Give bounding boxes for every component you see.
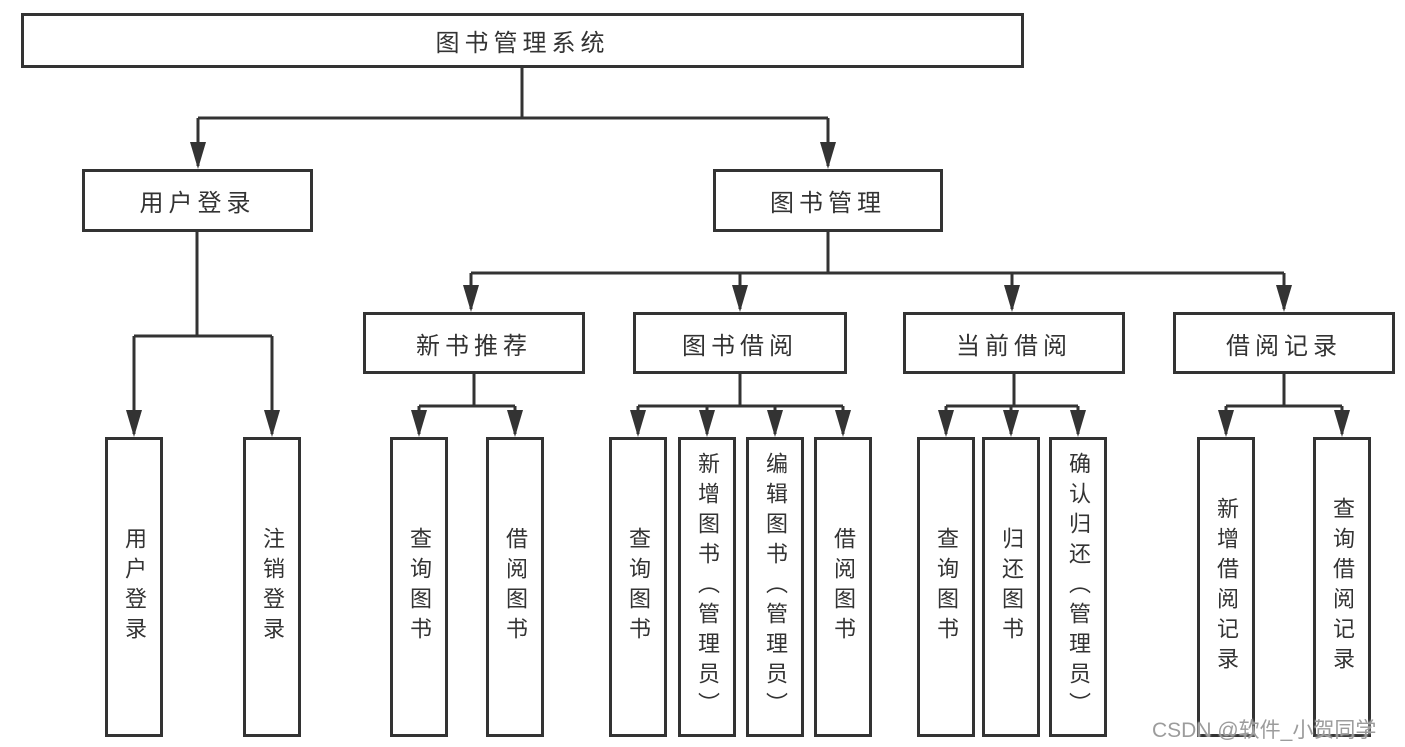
leaf-label: 查询图书 (934, 527, 959, 647)
connector-book-borrowing-branch (636, 374, 845, 434)
arrow-down-icon (1276, 285, 1292, 312)
arrow-down-icon (126, 410, 142, 437)
arrow-down-icon (732, 285, 748, 312)
leaf-logout: 注销登录 (243, 437, 301, 737)
arrow-down-icon (820, 142, 836, 169)
node-book-management-label: 图书管理 (770, 190, 886, 217)
node-new-book-recommend-label: 新书推荐 (416, 332, 532, 360)
leaf-query-books-recommend: 查询图书 (390, 437, 448, 737)
leaf-label: 编辑图书（管理员） (763, 452, 788, 722)
connector-user-login-branch (132, 232, 274, 434)
leaf-query-books-borrowing: 查询图书 (609, 437, 667, 737)
arrow-down-icon (1334, 410, 1350, 437)
leaf-label: 借阅图书 (503, 527, 528, 647)
leaf-confirm-return-admin: 确认归还（管理员） (1049, 437, 1107, 737)
arrow-down-icon (1003, 410, 1019, 437)
leaf-label: 新增借阅记录 (1214, 497, 1239, 677)
leaf-return-books: 归还图书 (982, 437, 1040, 737)
node-borrowing-records: 借阅记录 (1173, 312, 1395, 374)
arrow-down-icon (699, 410, 715, 437)
connector-borrowing-records-branch (1224, 374, 1344, 434)
leaf-label: 查询借阅记录 (1330, 497, 1355, 677)
leaf-label: 注销登录 (260, 527, 285, 647)
node-new-book-recommend: 新书推荐 (363, 312, 585, 374)
node-book-borrowing: 图书借阅 (633, 312, 847, 374)
connector-root-to-level2 (196, 68, 830, 166)
leaf-label: 查询图书 (407, 527, 432, 647)
leaf-label: 查询图书 (626, 527, 651, 647)
leaf-label: 新增图书（管理员） (695, 452, 720, 722)
leaf-add-borrow-record: 新增借阅记录 (1197, 437, 1255, 737)
csdn-watermark: CSDN @软件_小贺同学 (1152, 719, 1377, 742)
arrow-down-icon (264, 410, 280, 437)
arrow-down-icon (190, 142, 206, 169)
arrow-down-icon (630, 410, 646, 437)
node-root: 图书管理系统 (21, 13, 1024, 68)
arrow-down-icon (507, 410, 523, 437)
arrow-down-icon (1070, 410, 1086, 437)
leaf-label: 借阅图书 (831, 527, 856, 647)
arrow-down-icon (411, 410, 427, 437)
arrow-down-icon (835, 410, 851, 437)
leaf-borrow-books-recommend: 借阅图书 (486, 437, 544, 737)
leaf-query-books-current: 查询图书 (917, 437, 975, 737)
leaf-label: 归还图书 (999, 527, 1024, 647)
node-book-management: 图书管理 (713, 169, 943, 232)
node-user-login-label: 用户登录 (139, 190, 256, 217)
leaf-label: 用户登录 (122, 527, 147, 647)
connector-paths (132, 68, 1344, 434)
arrow-down-icon (463, 285, 479, 312)
arrow-down-icon (1004, 285, 1020, 312)
node-user-login: 用户登录 (82, 169, 313, 232)
node-current-borrowing-label: 当前借阅 (956, 332, 1072, 360)
connector-book-management-branch (469, 232, 1286, 309)
leaf-label: 确认归还（管理员） (1066, 452, 1091, 722)
node-borrowing-records-label: 借阅记录 (1226, 332, 1342, 360)
arrow-down-icon (1218, 410, 1234, 437)
leaf-edit-book-admin: 编辑图书（管理员） (746, 437, 804, 737)
arrow-down-icon (767, 410, 783, 437)
arrowheads (126, 142, 1350, 437)
leaf-borrow-books-borrowing: 借阅图书 (814, 437, 872, 737)
leaf-add-book-admin: 新增图书（管理员） (678, 437, 736, 737)
node-current-borrowing: 当前借阅 (903, 312, 1125, 374)
node-book-borrowing-label: 图书借阅 (682, 332, 798, 360)
connector-new-book-branch (417, 374, 517, 434)
arrow-down-icon (938, 410, 954, 437)
node-root-label: 图书管理系统 (435, 30, 610, 57)
leaf-user-login: 用户登录 (105, 437, 163, 737)
leaf-query-borrow-record: 查询借阅记录 (1313, 437, 1371, 737)
